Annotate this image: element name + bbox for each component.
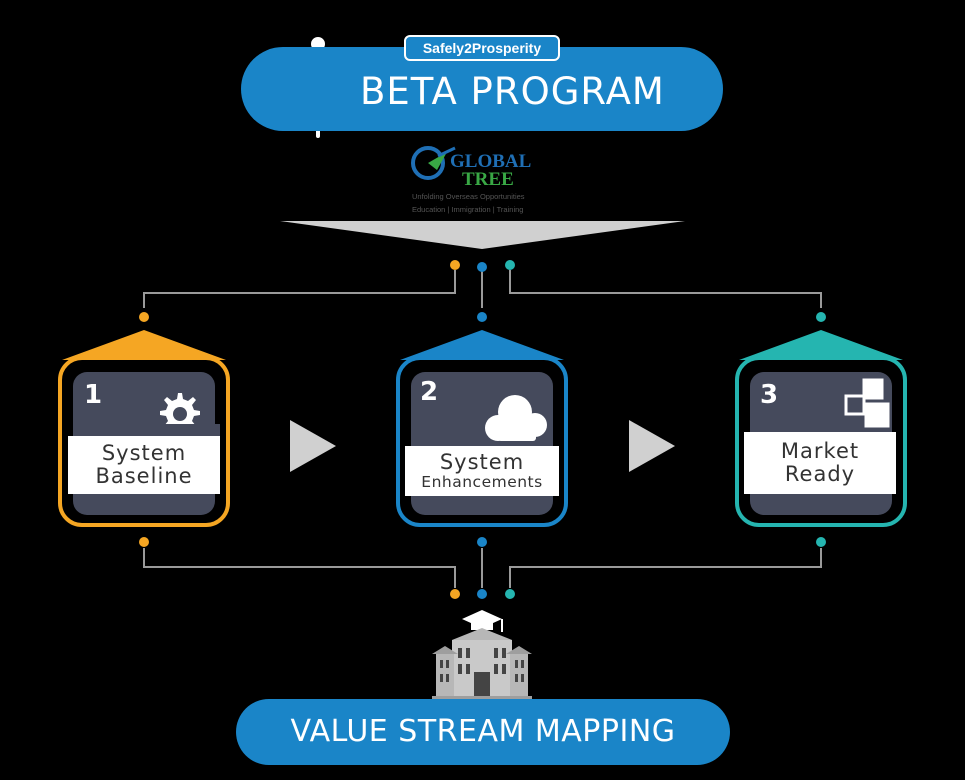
university-building-icon <box>432 610 532 700</box>
stage-1-top-dot <box>139 312 149 322</box>
stage-3-label-line1: Market <box>780 439 860 464</box>
stage-card-3 <box>735 330 907 527</box>
funnel-shape <box>280 221 685 249</box>
partner-services: Education | Immigration | Training <box>412 205 524 214</box>
connector-dot-blue <box>477 262 487 272</box>
partner-name-line1: GLOBAL <box>450 151 532 172</box>
page-title: BETA PROGRAM <box>360 70 665 113</box>
stage-card-1 <box>58 330 230 527</box>
stage-1-label-line2: Baseline <box>95 464 193 488</box>
global-tree-logo-icon <box>411 146 456 180</box>
cloud-icon <box>485 395 547 441</box>
stage-2-top-dot <box>477 312 487 322</box>
header-banner <box>241 47 723 131</box>
stage-1-number: 1 <box>84 380 103 410</box>
stage-2-label: System Enhancements <box>405 446 559 496</box>
stage-2-label-line1: System <box>439 450 525 475</box>
stage-1-label: System Baseline <box>68 436 220 494</box>
stage-3-top-dot <box>816 312 826 322</box>
connector-dot-teal <box>505 260 515 270</box>
stage-3-bottom-dot <box>816 537 826 547</box>
bottom-dot-orange <box>450 589 460 599</box>
stage-3-number: 3 <box>760 380 779 410</box>
partner-tagline: Unfolding Overseas Opportunities <box>412 192 525 201</box>
stage-1-bottom-dot <box>139 537 149 547</box>
footer-title: VALUE STREAM MAPPING <box>290 714 676 749</box>
bottom-connectors <box>143 548 822 588</box>
top-connectors <box>143 270 822 308</box>
brand-badge: Safely2Prosperity <box>404 35 560 61</box>
boxes-icon <box>844 378 890 428</box>
partner-name-line2: TREE <box>462 169 514 190</box>
bottom-dot-teal <box>505 589 515 599</box>
stage-1-label-line1: System <box>101 441 187 466</box>
arrow-right-1 <box>290 420 336 472</box>
footer-banner <box>236 699 730 765</box>
stage-2-number: 2 <box>420 377 439 407</box>
stage-3-label-line2: Ready <box>784 462 856 486</box>
connector-dot-orange <box>450 260 460 270</box>
bottom-dot-blue <box>477 589 487 599</box>
arrow-right-2 <box>629 420 675 472</box>
stage-2-label-line2: Enhancements <box>421 472 543 491</box>
stage-2-bottom-dot <box>477 537 487 547</box>
stage-3-label: Market Ready <box>744 432 896 494</box>
